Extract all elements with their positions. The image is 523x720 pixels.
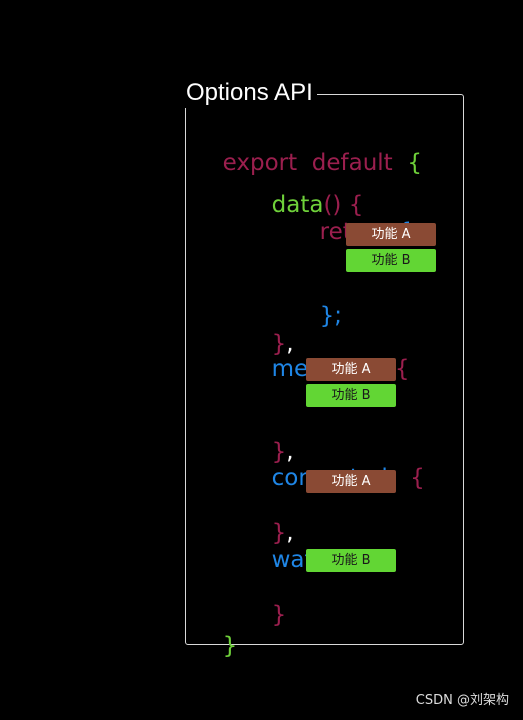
data-feature-a: 功能 A — [346, 223, 436, 246]
watermark: CSDN @刘架构 — [415, 693, 509, 708]
computed-open-brace: { — [410, 465, 425, 491]
outer-open-brace: { — [407, 150, 422, 176]
methods-close-brace: } — [271, 439, 287, 465]
methods-close-comma: , — [286, 439, 294, 465]
data-function: data — [271, 192, 324, 218]
export-keyword: export — [222, 150, 298, 176]
methods-feature-a: 功能 A — [306, 358, 396, 381]
frame-title: Options API — [182, 78, 317, 108]
computed-close-line: }, — [257, 491, 294, 547]
data-close-comma: , — [286, 331, 294, 357]
data-line: data() { — [257, 163, 364, 219]
watch-close-line: } — [257, 573, 287, 629]
return-close-line: }; — [305, 274, 342, 330]
data-close-brace: } — [271, 331, 287, 357]
return-close-brace: }; — [319, 303, 343, 329]
computed-close-brace: } — [271, 520, 287, 546]
options-api-frame — [185, 94, 464, 645]
outer-close-line: } — [208, 604, 238, 660]
methods-feature-b: 功能 B — [306, 384, 396, 407]
methods-close-line: }, — [257, 410, 294, 466]
methods-open-brace: { — [394, 356, 410, 382]
computed-close-comma: , — [286, 520, 294, 546]
watch-feature-b: 功能 B — [306, 549, 396, 572]
default-keyword: default — [311, 150, 393, 176]
outer-close-brace: } — [222, 633, 238, 659]
watch-close-brace: } — [271, 602, 287, 628]
export-default-line: export default { — [208, 121, 422, 177]
data-close-line: }, — [257, 302, 294, 358]
data-parens: () — [323, 192, 342, 218]
data-open-brace: { — [348, 192, 364, 218]
computed-feature-a: 功能 A — [306, 470, 396, 493]
data-feature-b: 功能 B — [346, 249, 436, 272]
